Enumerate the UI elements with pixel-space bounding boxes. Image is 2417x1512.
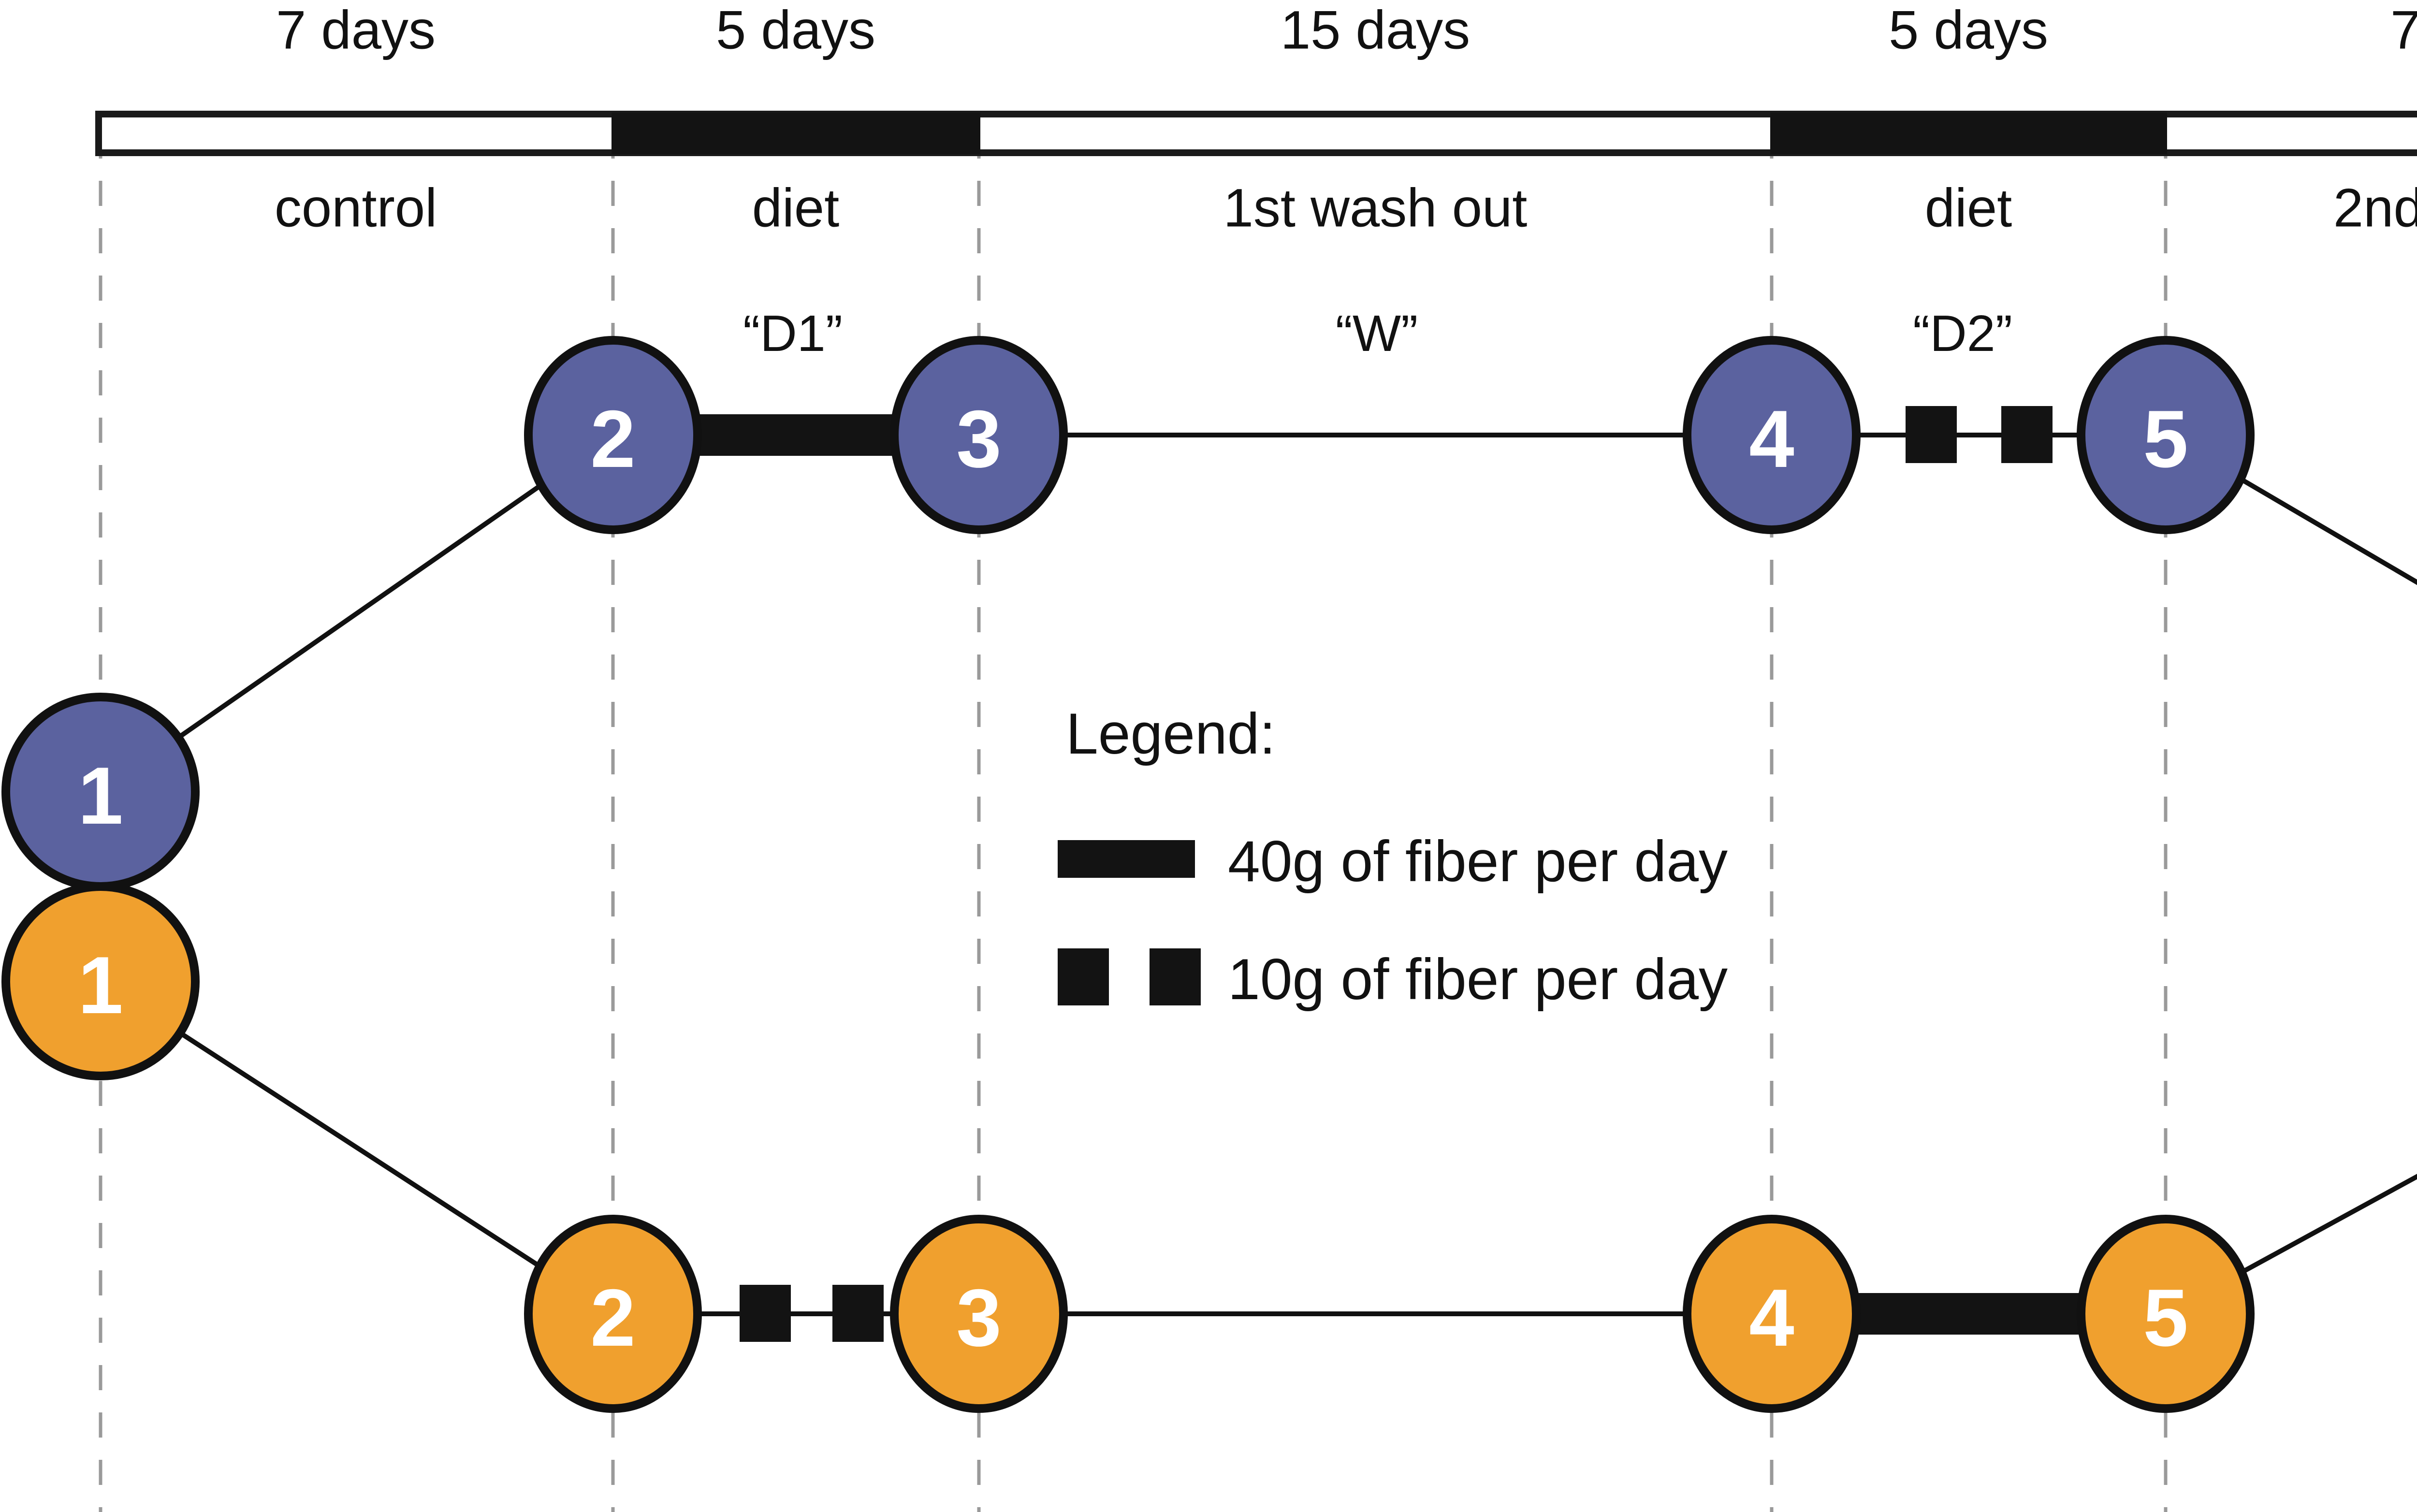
phase-label-diet2: diet (1925, 178, 2012, 238)
node-blue-2-label: 2 (590, 393, 635, 484)
node-blue-2[interactable]: 2 (524, 336, 702, 534)
legend-swatch-10g-dot-2 (1150, 948, 1201, 1005)
legend-label-40g: 40g of fiber per day (1228, 829, 1728, 894)
duration-label-diet1: 5 days (716, 0, 875, 60)
timeline-bar (95, 111, 2417, 156)
node-blue-3-circle[interactable] (890, 336, 1068, 534)
node-blue-4[interactable]: 4 (1683, 336, 1861, 534)
edge-blue-dot-1 (1906, 406, 1957, 463)
phase-label-washout1: 1st wash out (1223, 178, 1528, 238)
arm-blue-nodes: 1 2 3 4 5 6 (1, 336, 2255, 891)
node-orange-4-circle[interactable] (1683, 1215, 1861, 1413)
node-blue-4-label: 4 (1749, 393, 1794, 484)
node-orange-4-label: 4 (1749, 1272, 1794, 1363)
node-blue-5-circle[interactable] (2077, 336, 2255, 534)
timeline-segment-diet1 (612, 113, 980, 154)
node-orange-5-label: 5 (2143, 1272, 2188, 1363)
node-orange-3-circle[interactable] (890, 1215, 1068, 1413)
edge-orange-5-6 (2164, 1174, 2417, 1316)
node-orange-2-circle[interactable] (524, 1215, 702, 1413)
edge-orange-dot-1 (740, 1285, 791, 1342)
node-orange-1-circle[interactable] (1, 882, 200, 1080)
phase-label-washout2: 2nd wash out (2333, 178, 2417, 238)
node-blue-3-label: 3 (956, 393, 1001, 484)
phase-code-labels: “D1” “W” “D2” (743, 305, 2012, 362)
duration-label-washout2: 7 days (2390, 0, 2417, 60)
code-label-d1: “D1” (743, 305, 843, 362)
legend-swatch-40g (1058, 840, 1195, 878)
duration-label-control: 7 days (276, 0, 436, 60)
node-blue-3[interactable]: 3 (890, 336, 1068, 534)
code-label-d2: “D2” (1913, 305, 2012, 362)
edge-orange-1-2 (99, 979, 614, 1316)
edge-orange-dot-2 (832, 1285, 884, 1342)
duration-label-washout1: 15 days (1281, 0, 1470, 60)
code-label-w: “W” (1336, 305, 1418, 362)
timeline-segment-diet2 (1770, 113, 2167, 154)
phase-label-control: control (275, 178, 437, 238)
legend: Legend: 40g of fiber per day 10g of fibe… (1058, 701, 1728, 1012)
arm-orange-nodes: 1 2 3 4 5 6 (1, 882, 2255, 1413)
phase-labels: control diet 1st wash out diet 2nd wash … (275, 178, 2417, 238)
node-blue-5-label: 5 (2143, 393, 2188, 484)
edge-blue-1-2 (99, 433, 614, 794)
node-blue-1-label: 1 (78, 750, 123, 841)
duration-label-diet2: 5 days (1889, 0, 2048, 60)
node-orange-1[interactable]: 1 (1, 882, 200, 1080)
node-orange-4[interactable]: 4 (1683, 1215, 1861, 1413)
edge-blue-dot-2 (2001, 406, 2053, 463)
node-blue-2-circle[interactable] (524, 336, 702, 534)
node-blue-1[interactable]: 1 (1, 693, 200, 891)
node-orange-2[interactable]: 2 (524, 1215, 702, 1413)
edge-blue-5-6 (2164, 433, 2417, 585)
node-orange-3[interactable]: 3 (890, 1215, 1068, 1413)
node-orange-5[interactable]: 5 (2077, 1215, 2255, 1413)
arm-orange-edges (99, 979, 2417, 1342)
node-orange-5-circle[interactable] (2077, 1215, 2255, 1413)
node-orange-2-label: 2 (590, 1272, 635, 1363)
node-orange-3-label: 3 (956, 1272, 1001, 1363)
node-blue-4-circle[interactable] (1683, 336, 1861, 534)
legend-swatch-10g-dot-1 (1058, 948, 1109, 1005)
duration-labels: 7 days 5 days 15 days 5 days 7 days (276, 0, 2417, 60)
legend-label-10g: 10g of fiber per day (1228, 947, 1728, 1012)
phase-label-diet1: diet (752, 178, 840, 238)
legend-title: Legend: (1066, 701, 1276, 766)
node-orange-1-label: 1 (78, 940, 123, 1031)
node-blue-5[interactable]: 5 (2077, 336, 2255, 534)
